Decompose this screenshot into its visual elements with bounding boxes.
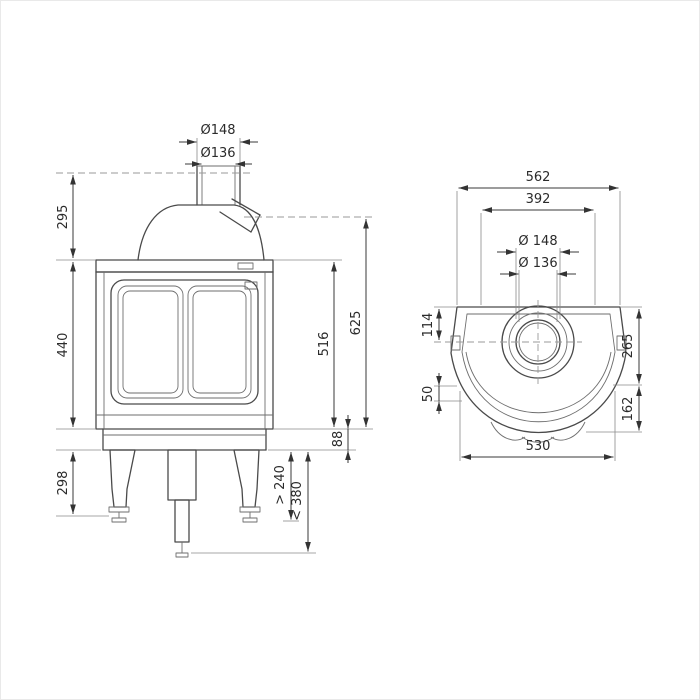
legs (108, 449, 261, 523)
dim-label-295: 295 (56, 205, 71, 230)
base (102, 428, 267, 451)
pedestal-dimensions: > 240 < 380 (191, 452, 316, 554)
door-frame (110, 279, 259, 405)
dim-label-min-240: > 240 (273, 465, 288, 505)
dim-label-88: 88 (331, 431, 346, 448)
flue-circles (434, 300, 582, 384)
top-left-dimensions: 114 50 (421, 306, 462, 414)
dim-label-392: 392 (526, 192, 551, 207)
dim-label-114: 114 (421, 313, 436, 338)
side-bracket-right (616, 335, 627, 351)
dim-label-flue-inner-front: Ø136 (200, 146, 235, 161)
reference-lines (56, 172, 373, 218)
dim-label-298: 298 (56, 471, 71, 496)
handle-arc-right (550, 421, 586, 441)
dim-label-625: 625 (349, 311, 364, 336)
door-glass-left (117, 285, 184, 399)
side-bracket-left (450, 335, 461, 351)
flue-pipe (196, 165, 241, 206)
door-latch (244, 281, 258, 290)
front-left-dimensions: 295 440 298 (56, 175, 109, 517)
dim-label-50: 50 (421, 386, 436, 403)
dim-label-530: 530 (526, 439, 551, 454)
smoke-dome (137, 198, 265, 261)
top-view: 562 392 Ø 148 Ø 136 114 (421, 170, 642, 461)
dim-label-flue-inner-top: Ø 136 (518, 256, 557, 271)
front-view: Ø148 Ø136 295 440 298 (56, 123, 373, 558)
top-plate (95, 259, 274, 273)
front-flue-dimensions: Ø148 Ø136 (179, 123, 258, 167)
dim-label-562: 562 (526, 170, 551, 185)
dim-label-440: 440 (56, 333, 71, 358)
stove-body (95, 271, 274, 430)
dim-label-flue-outer-top: Ø 148 (518, 234, 557, 249)
pedestal (167, 449, 197, 558)
top-width-dimensions: 562 392 Ø 148 Ø 136 (456, 170, 621, 322)
dim-label-516: 516 (317, 332, 332, 357)
dim-label-265: 265 (621, 334, 636, 359)
top-right-dimensions: 265 162 (586, 306, 642, 433)
front-right-dimensions: 516 625 88 (268, 219, 373, 463)
dim-label-162: 162 (621, 397, 636, 422)
dim-label-max-380: < 380 (290, 481, 305, 521)
door-glass-right (187, 285, 252, 399)
handle-arc-center (521, 436, 555, 443)
dim-label-flue-outer-front: Ø148 (200, 123, 235, 138)
top-bottom-dimension: 530 (459, 391, 616, 461)
handle-arc-left (490, 421, 526, 441)
top-outline (450, 306, 627, 443)
